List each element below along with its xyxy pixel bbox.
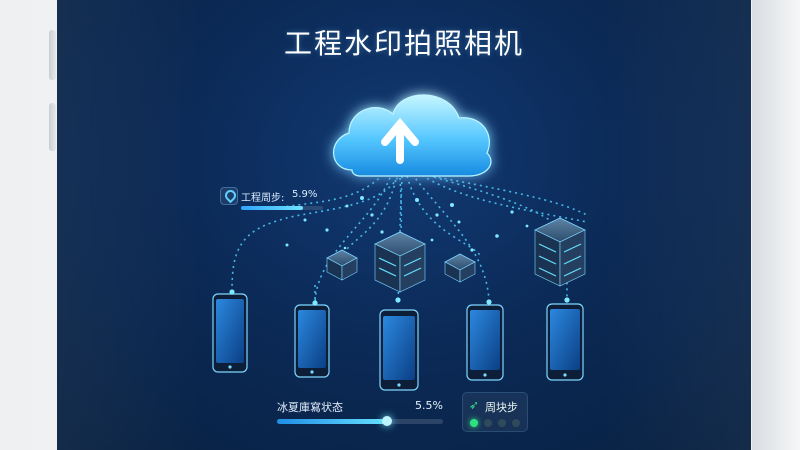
phone-2 <box>294 304 330 378</box>
phone-3 <box>379 309 419 391</box>
sync-progress-bar <box>241 206 323 210</box>
status-panel: 冰夏庫寫状态 5.5% <box>275 394 447 434</box>
app-screen: 工程水印拍照相机 <box>57 0 751 450</box>
server-small-left <box>326 249 358 281</box>
sync-card[interactable]: ➶ 周块步 <box>462 392 528 432</box>
sync-card-dot <box>512 419 520 427</box>
sync-value: 5.9% <box>292 189 318 200</box>
server-center <box>374 231 426 293</box>
phone-5 <box>546 303 584 381</box>
phone-1 <box>212 293 248 373</box>
sync-label: 工程周步: <box>241 193 285 204</box>
sync-card-label: 周块步 <box>485 401 518 414</box>
node-dots <box>229 289 570 306</box>
status-value: 5.5% <box>415 399 443 412</box>
volume-down-button[interactable] <box>49 103 56 151</box>
sync-progress-fill <box>241 206 303 210</box>
network-diagram <box>212 94 588 391</box>
server-large-right <box>534 217 586 287</box>
status-progress-fill <box>277 419 387 424</box>
server-small-right <box>444 253 476 283</box>
phone-4 <box>466 304 504 381</box>
sync-indicator: 工程周步: 5.9% <box>220 185 330 215</box>
device-edge <box>752 0 800 450</box>
sync-card-dot <box>498 419 506 427</box>
volume-up-button[interactable] <box>49 30 56 80</box>
page-title: 工程水印拍照相机 <box>283 27 524 60</box>
data-particles <box>285 196 539 252</box>
sync-card-dot <box>470 419 478 427</box>
arrow-up-icon: ➶ <box>469 398 480 412</box>
status-slider-knob[interactable] <box>381 416 392 426</box>
status-label: 冰夏庫寫状态 <box>277 401 343 414</box>
upload-cloud-icon <box>333 94 492 177</box>
sync-card-dot <box>484 419 492 427</box>
sync-icon <box>220 187 238 205</box>
status-progress-bar[interactable] <box>277 416 443 426</box>
